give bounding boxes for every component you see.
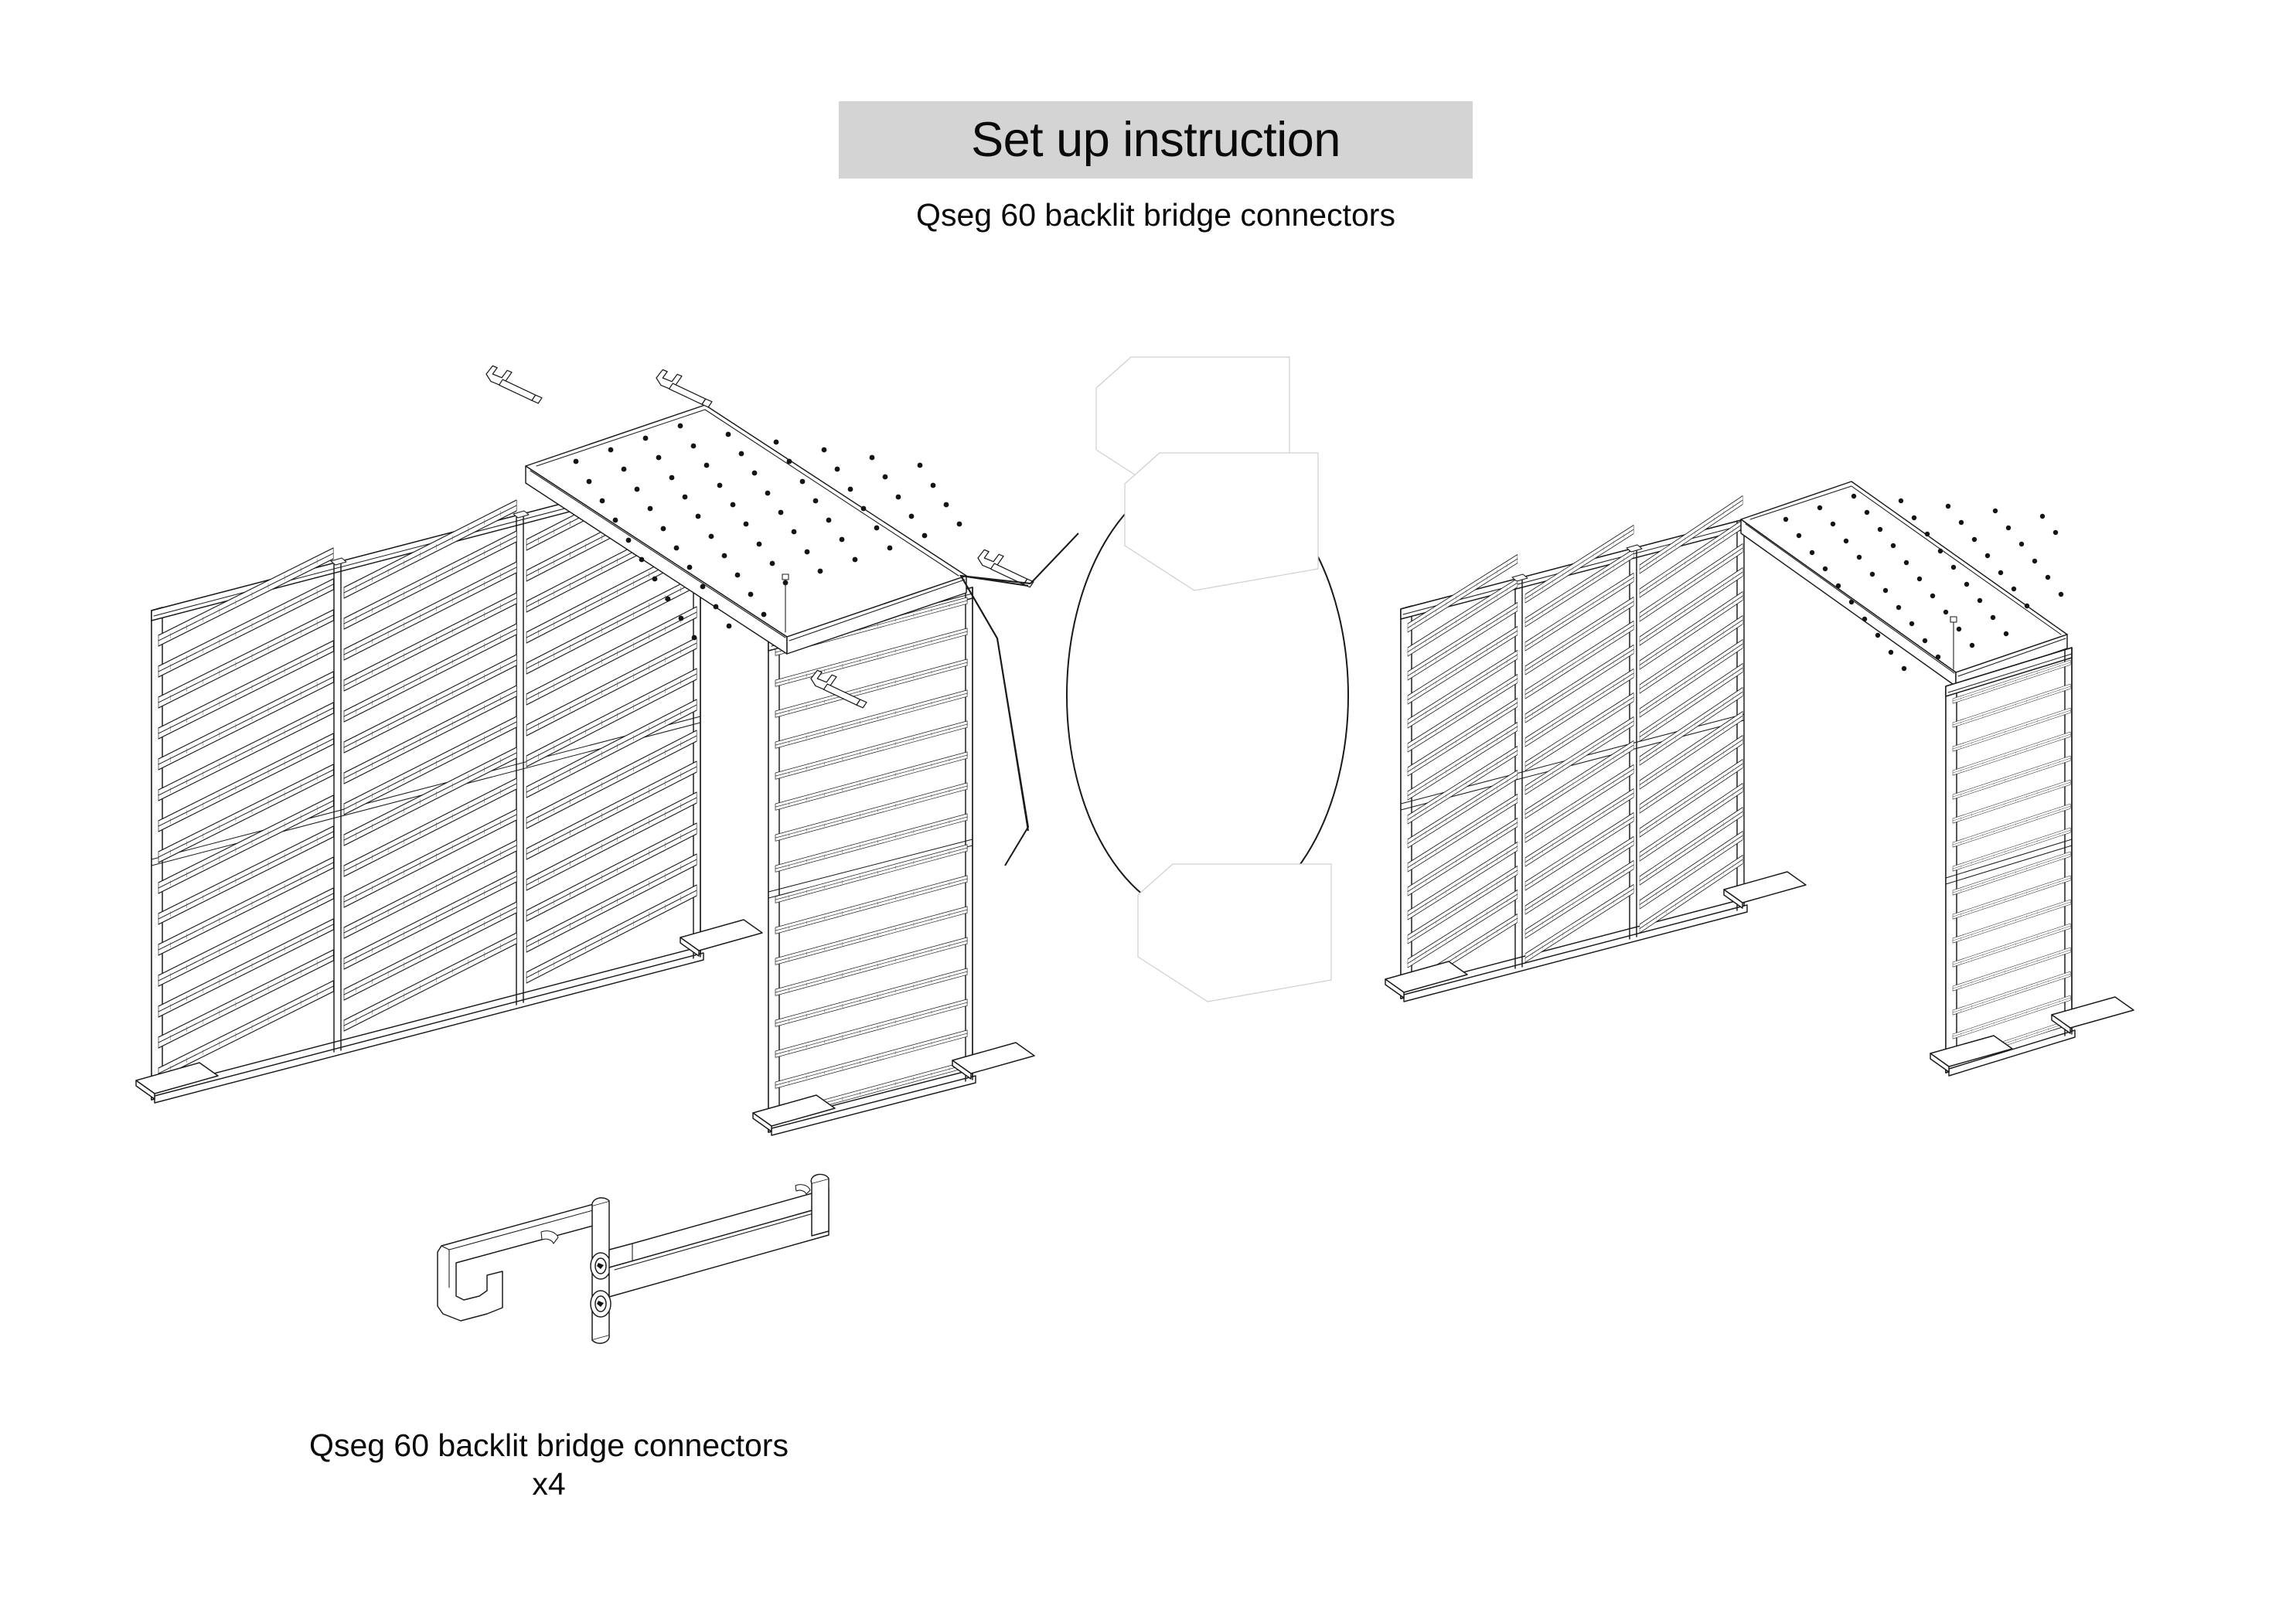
- bridge-connector-part: [437, 1173, 829, 1344]
- perforation-dots: [573, 423, 962, 641]
- loose-bridge-connector: [485, 365, 543, 404]
- flange-plate: [590, 1197, 611, 1344]
- perforation-dots: [1783, 493, 2064, 672]
- base-foot: [680, 919, 763, 957]
- base-foot: [1723, 871, 1807, 909]
- side-wall-exploded: [752, 587, 1035, 1136]
- led-bar-group-p1: [158, 547, 334, 1080]
- page-title: Set up instruction: [971, 112, 1340, 167]
- connector-detail-callout: [959, 356, 1349, 1002]
- connector-seated-step: [1137, 863, 1332, 1002]
- title-band: Set up instruction: [839, 101, 1473, 179]
- connector-inserted-step: [1124, 452, 1319, 591]
- back-wall-exploded: [135, 451, 763, 1104]
- led-bar-group-p2: [343, 499, 517, 1032]
- base-foot: [1385, 961, 1468, 999]
- part-legend: Qseg 60 backlit bridge connectors x4: [139, 1426, 959, 1503]
- bridge-top-panel-assembled: [1740, 481, 2068, 687]
- bridge-top-panel-exploded: [525, 404, 967, 655]
- assembled-assembly-view: [1385, 481, 2134, 1077]
- back-wall-assembled: [1385, 495, 1807, 1002]
- base-foot: [2051, 996, 2134, 1034]
- part-legend-name: Qseg 60 backlit bridge connectors: [309, 1427, 789, 1463]
- base-foot: [135, 1062, 219, 1100]
- side-wall-assembled: [1930, 647, 2134, 1077]
- loose-bridge-connector: [656, 369, 713, 408]
- connector-arm: [608, 1173, 829, 1298]
- base-foot: [752, 1094, 836, 1132]
- hook-end: [437, 1203, 602, 1322]
- base-foot: [952, 1042, 1035, 1080]
- exploded-assembly-view: [135, 365, 1035, 1136]
- loose-bridge-connector: [977, 549, 1034, 588]
- part-legend-quantity: x4: [532, 1466, 566, 1502]
- page-subtitle: Qseg 60 backlit bridge connectors: [916, 197, 1395, 233]
- base-foot: [1930, 1035, 2013, 1073]
